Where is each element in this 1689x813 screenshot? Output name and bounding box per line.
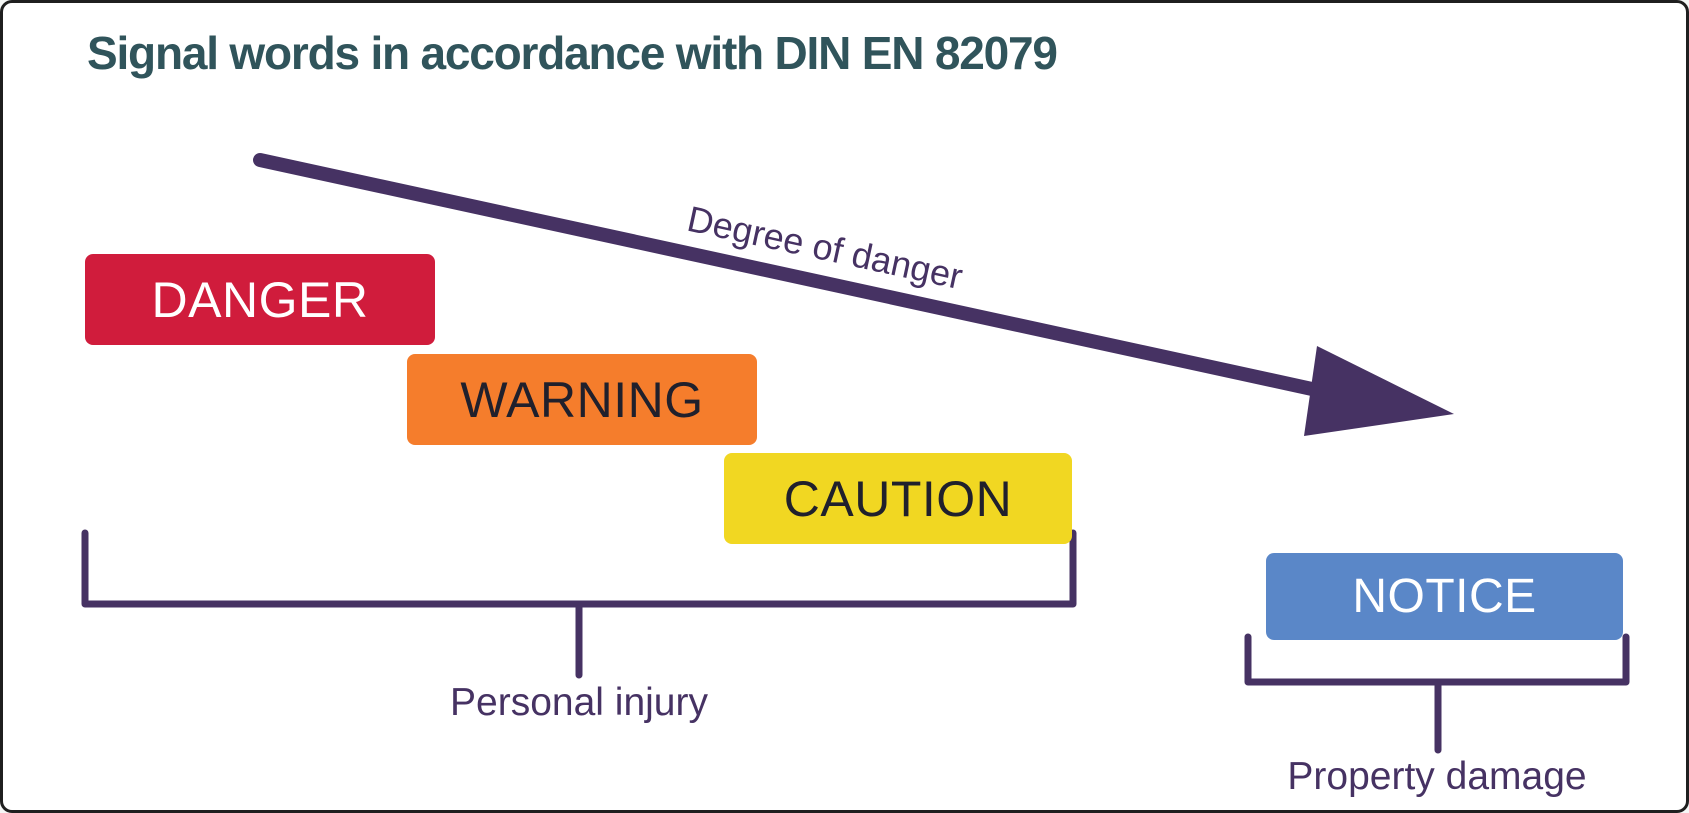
signal-word-danger: DANGER xyxy=(85,254,435,345)
property-damage-label: Property damage xyxy=(1287,755,1587,798)
property-damage-bracket xyxy=(1244,633,1630,754)
signal-word-notice: NOTICE xyxy=(1266,553,1623,640)
degree-of-danger-label: Degree of danger xyxy=(683,197,967,298)
personal-injury-bracket xyxy=(81,529,1077,679)
personal-injury-label: Personal injury xyxy=(450,681,708,724)
degree-arrow-head xyxy=(1304,346,1454,436)
diagram-overlay xyxy=(81,153,1630,754)
signal-word-caution: CAUTION xyxy=(724,453,1072,544)
diagram-title: Signal words in accordance with DIN EN 8… xyxy=(87,27,1058,79)
signal-word-warning: WARNING xyxy=(407,354,757,445)
